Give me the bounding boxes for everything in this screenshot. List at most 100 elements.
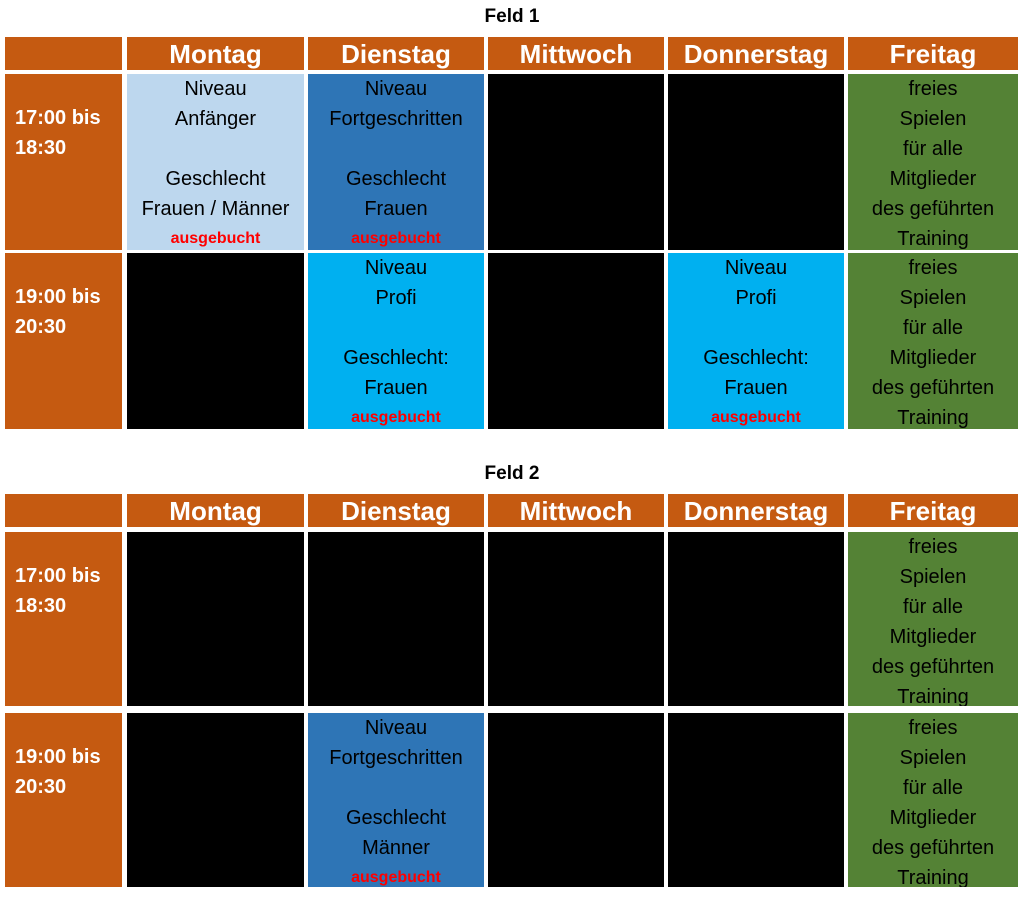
slot-text: für alle (902, 777, 964, 799)
slot-text: Profi (735, 287, 777, 309)
day-header: Freitag (848, 37, 1018, 70)
slot-text: für alle (902, 317, 964, 339)
status-badge: ausgebucht (351, 869, 441, 886)
time-label: 19:00 bis (15, 746, 101, 768)
day-header: Donnerstag (668, 494, 844, 527)
time-label: 18:30 (15, 595, 67, 617)
slot-text: Geschlecht (165, 168, 266, 190)
time-label: 20:30 (15, 316, 67, 338)
slot-text: Niveau (364, 257, 428, 279)
slot-text: Frauen (364, 377, 428, 399)
field-title: Feld 1 (484, 6, 540, 27)
slot-text: freies (908, 717, 958, 739)
day-header: Dienstag (308, 37, 484, 70)
slot-text: Training (897, 407, 969, 429)
empty-slot (488, 713, 664, 887)
slot-text: Geschlecht: (703, 347, 809, 369)
slot-text: Niveau (724, 257, 788, 279)
time-label: 17:00 bis (15, 107, 101, 129)
slot-text: Frauen (364, 198, 428, 220)
slot-text: Anfänger (174, 108, 257, 130)
empty-slot (127, 253, 304, 429)
slot-text: für alle (902, 596, 964, 618)
status-badge: ausgebucht (351, 409, 441, 426)
slot-text: Training (897, 867, 969, 887)
slot-text: Spielen (899, 566, 967, 588)
day-header: Mittwoch (488, 494, 664, 527)
time-label: 19:00 bis (15, 286, 101, 308)
time-label: 20:30 (15, 776, 67, 798)
slot-text: Spielen (899, 747, 967, 769)
slot-text: Frauen / Männer (141, 198, 290, 220)
time-slot: 17:00 bis 18:30 (5, 74, 122, 250)
slot-text: freies (908, 78, 958, 100)
empty-slot (668, 532, 844, 706)
slot-text: freies (908, 257, 958, 279)
slot-text: Mitglieder (889, 168, 977, 190)
slot-text (308, 134, 484, 164)
slot-text: Mitglieder (889, 626, 977, 648)
empty-slot (668, 713, 844, 887)
empty-slot (668, 74, 844, 250)
slot-text: Geschlecht (345, 807, 447, 829)
slot-text: Mitglieder (889, 807, 977, 829)
empty-slot (308, 532, 484, 706)
slot-text: Frauen (724, 377, 788, 399)
status-badge: ausgebucht (170, 230, 261, 247)
empty-slot (127, 713, 304, 887)
slot-text: Mitglieder (889, 347, 977, 369)
slot-text: Profi (375, 287, 417, 309)
table-corner (5, 37, 122, 70)
status-badge: ausgebucht (711, 409, 801, 426)
day-header: Mittwoch (488, 37, 664, 70)
day-header: Freitag (848, 494, 1018, 527)
empty-slot (488, 532, 664, 706)
slot-text: Niveau (364, 78, 428, 100)
slot-text (127, 134, 304, 164)
day-header: Donnerstag (668, 37, 844, 70)
slot-text: Geschlecht (345, 168, 447, 190)
day-header: Montag (127, 494, 304, 527)
slot-text: Spielen (899, 287, 967, 309)
empty-slot (488, 253, 664, 429)
slot-text: Training (897, 228, 969, 250)
table-corner (5, 494, 122, 527)
slot-text: Geschlecht: (343, 347, 449, 369)
slot-text: freies (908, 536, 958, 558)
day-header: Dienstag (308, 494, 484, 527)
slot-text: Spielen (899, 108, 967, 130)
slot-text: Niveau (364, 717, 428, 739)
slot-text: Fortgeschritten (329, 747, 463, 769)
field-title: Feld 2 (484, 463, 540, 484)
time-slot: 17:00 bis 18:30 (5, 532, 122, 706)
slot-text: des geführten (871, 377, 995, 399)
empty-slot (127, 532, 304, 706)
slot-text: des geführten (871, 198, 995, 220)
slot-text (308, 313, 484, 343)
slot-text: Männer (362, 837, 430, 859)
slot-text: für alle (902, 138, 964, 160)
time-slot: 19:00 bis 20:30 (5, 253, 122, 429)
slot-text (308, 773, 484, 803)
empty-slot (488, 74, 664, 250)
slot-text: des geführten (871, 837, 995, 859)
slot-text: Niveau (184, 78, 247, 100)
slot-text: des geführten (871, 656, 995, 678)
status-badge: ausgebucht (351, 230, 441, 247)
slot-text: Training (897, 686, 969, 706)
time-label: 17:00 bis (15, 565, 101, 587)
time-label: 18:30 (15, 137, 67, 159)
slot-text: Fortgeschritten (329, 108, 463, 130)
slot-text (668, 313, 844, 343)
day-header: Montag (127, 37, 304, 70)
time-slot: 19:00 bis 20:30 (5, 713, 122, 887)
